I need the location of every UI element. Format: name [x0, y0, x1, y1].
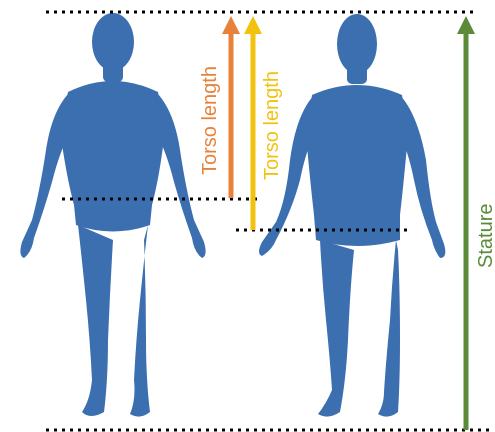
- torso-length-arrow-left: [222, 16, 240, 198]
- torso-length-label-left: Torso length: [199, 66, 221, 175]
- right-figure: [259, 14, 445, 417]
- left-figure: [20, 13, 205, 417]
- stature-label: Stature: [475, 204, 495, 268]
- stature-arrow: [457, 16, 475, 430]
- torso-length-label-right: Torso length: [261, 71, 283, 180]
